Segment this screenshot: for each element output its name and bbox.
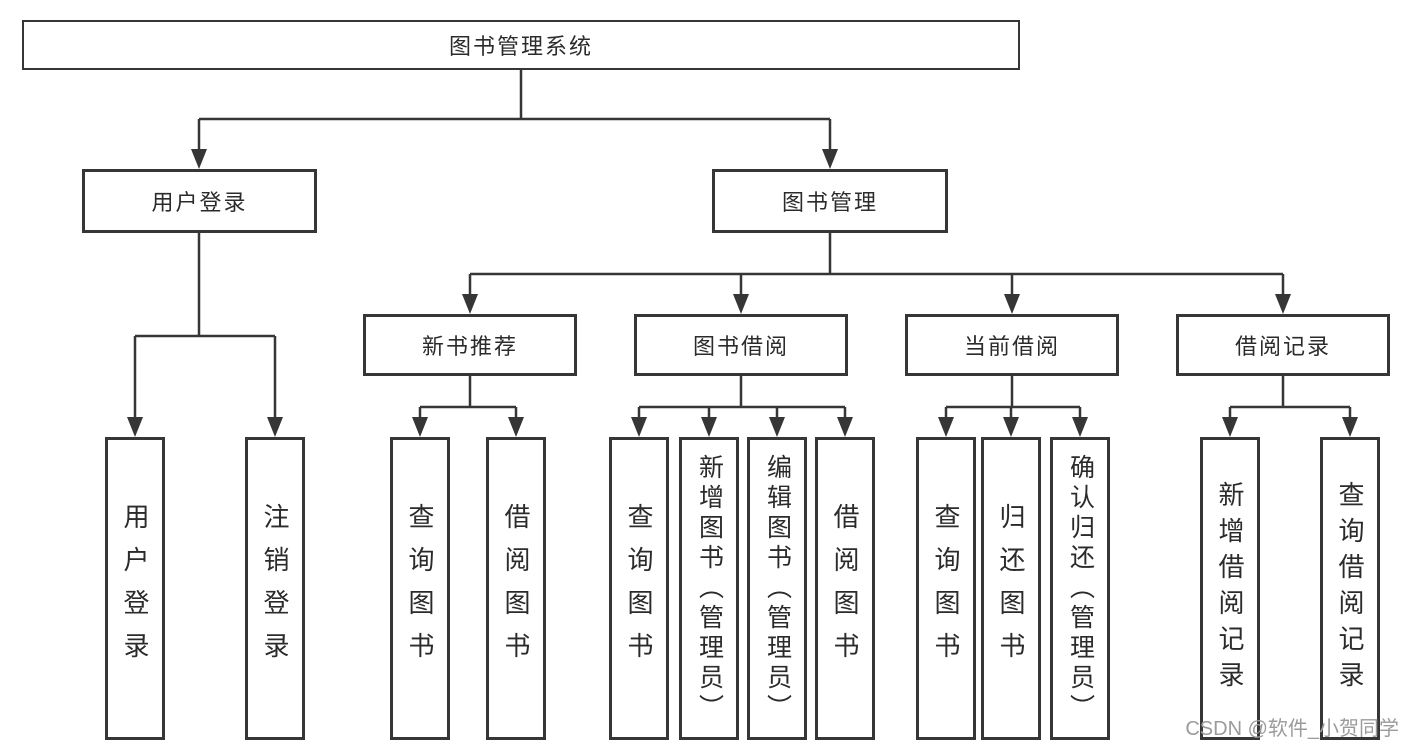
- leaf-add-book-admin: 新增图书（管理员）: [679, 437, 739, 740]
- leaf-label: 借阅图书: [830, 502, 860, 675]
- leaf-label: 注销登录: [260, 502, 290, 675]
- leaf-label: 查询借阅记录: [1335, 480, 1365, 697]
- leaf-confirm-return-admin: 确认归还（管理员）: [1050, 437, 1110, 740]
- leaf-label: 新增借阅记录: [1215, 480, 1245, 697]
- node-book-management: 图书管理: [712, 169, 948, 233]
- node-book-borrow: 图书借阅: [634, 314, 848, 376]
- leaf-return-book: 归还图书: [981, 437, 1041, 740]
- connector-book-management-children: [468, 233, 1285, 296]
- leaf-search-borrow-record: 查询借阅记录: [1320, 437, 1380, 740]
- node-label: 图书借阅: [692, 334, 789, 359]
- leaf-label: 确认归还（管理员）: [1066, 453, 1095, 724]
- leaf-label: 查询图书: [931, 502, 961, 675]
- node-label: 借阅记录: [1234, 334, 1331, 359]
- leaf-label: 新增图书（管理员）: [695, 453, 724, 724]
- leaf-label: 编辑图书（管理员）: [763, 453, 792, 724]
- leaf-label: 借阅图书: [501, 502, 531, 675]
- leaf-search-books-1: 查询图书: [390, 437, 450, 740]
- leaf-label: 归还图书: [996, 502, 1026, 675]
- leaf-label: 查询图书: [624, 502, 654, 675]
- node-label: 新书推荐: [421, 334, 518, 359]
- node-user-login: 用户登录: [82, 169, 317, 233]
- leaf-edit-book-admin: 编辑图书（管理员）: [747, 437, 807, 740]
- arrowheads: [127, 149, 1358, 437]
- leaf-logout: 注销登录: [245, 437, 305, 740]
- connector-book-borrow-children: [637, 376, 847, 419]
- connector-borrow-records-children: [1228, 376, 1352, 419]
- node-borrow-records: 借阅记录: [1176, 314, 1390, 376]
- connector-new-book-children: [418, 376, 518, 419]
- node-label: 用户登录: [151, 190, 248, 215]
- node-label: 图书管理系统: [448, 34, 593, 59]
- leaf-user-login: 用户登录: [105, 437, 165, 740]
- node-current-borrow: 当前借阅: [905, 314, 1119, 376]
- leaf-label: 查询图书: [405, 502, 435, 675]
- connector-user-login-children: [133, 233, 277, 419]
- leaf-label: 用户登录: [120, 502, 150, 675]
- leaf-search-books-3: 查询图书: [916, 437, 976, 740]
- connector-current-borrow-children: [944, 376, 1082, 419]
- connector-root-to-level2: [197, 70, 832, 151]
- leaf-search-books-2: 查询图书: [609, 437, 669, 740]
- csdn-watermark: CSDN @软件_小贺同学: [1185, 718, 1399, 740]
- leaf-add-borrow-record: 新增借阅记录: [1200, 437, 1260, 740]
- node-library-management-system: 图书管理系统: [22, 20, 1020, 70]
- node-label: 当前借阅: [963, 334, 1060, 359]
- node-new-book-recommend: 新书推荐: [363, 314, 577, 376]
- leaf-borrow-books-1: 借阅图书: [486, 437, 546, 740]
- leaf-borrow-books-2: 借阅图书: [815, 437, 875, 740]
- node-label: 图书管理: [781, 190, 878, 215]
